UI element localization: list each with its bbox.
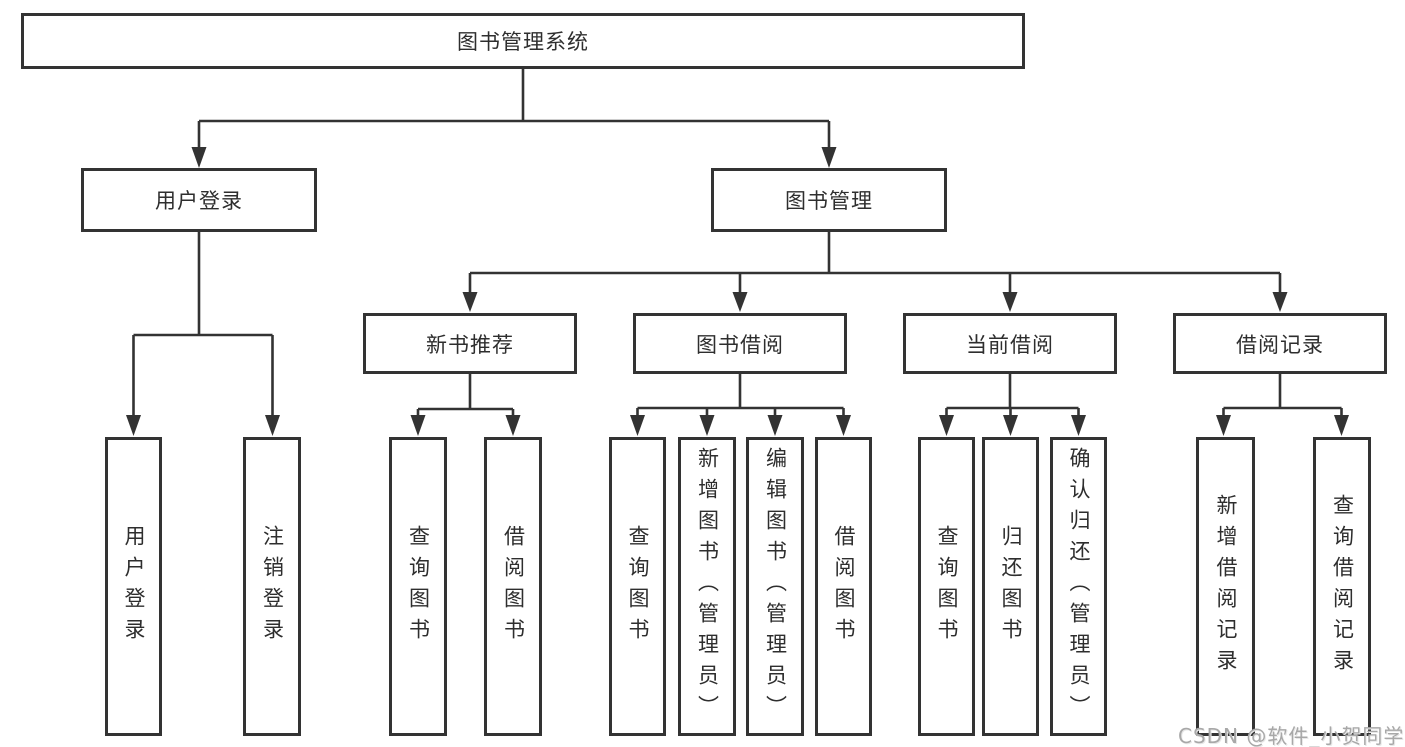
leaf-add-borrow-record: 新增借阅记录: [1196, 437, 1255, 736]
node-library-management-system: 图书管理系统: [21, 13, 1025, 69]
node-user-login: 用户登录: [81, 168, 317, 232]
leaf-label: 借阅图书: [832, 524, 856, 649]
arrowhead: [939, 415, 954, 436]
leaf-confirm-return-admin: 确认归还（管理员）: [1050, 437, 1107, 736]
user-login-branch-line: [132, 232, 274, 416]
node-book-borrowing: 图书借阅: [633, 313, 847, 374]
arrowhead: [821, 147, 837, 168]
leaf-borrow-books-recommend: 借阅图书: [484, 437, 542, 736]
arrowhead: [462, 292, 478, 312]
leaf-label: 查询图书: [406, 524, 431, 649]
arrowhead: [1272, 292, 1288, 312]
arrowhead: [699, 415, 715, 436]
leaf-user-login: 用户登录: [105, 437, 162, 736]
node-label: 图书管理系统: [457, 30, 589, 54]
leaf-query-borrow-record: 查询借阅记录: [1313, 437, 1371, 736]
arrowhead: [1003, 415, 1018, 436]
arrowhead: [410, 415, 426, 436]
arrowhead: [126, 415, 141, 436]
node-label: 用户登录: [155, 189, 243, 213]
leaf-borrow-books-borrowing: 借阅图书: [815, 437, 872, 736]
leaf-return-book: 归还图书: [982, 437, 1039, 736]
current-borrowing-branch-line: [945, 374, 1080, 416]
leaf-logout: 注销登录: [243, 437, 301, 736]
leaf-label: 查询图书: [935, 524, 959, 649]
node-label: 当前借阅: [966, 332, 1054, 357]
leaf-label: 归还图书: [999, 524, 1023, 649]
node-book-management: 图书管理: [711, 168, 947, 232]
node-current-borrowing: 当前借阅: [903, 313, 1117, 374]
node-borrowing-records: 借阅记录: [1173, 313, 1387, 374]
arrowhead: [1334, 415, 1349, 436]
leaf-label: 借阅图书: [501, 524, 526, 649]
leaf-query-books-borrowing: 查询图书: [609, 437, 666, 736]
leaf-label: 注销登录: [260, 524, 285, 649]
arrowhead: [1071, 415, 1086, 436]
node-label: 图书借阅: [696, 332, 784, 357]
leaf-add-book-admin: 新增图书（管理员）: [678, 437, 736, 736]
book-borrowing-branch-line: [636, 374, 845, 416]
borrowing-records-branch-line: [1222, 374, 1343, 416]
leaf-label: 用户登录: [122, 524, 146, 649]
book-management-branch-line: [468, 232, 1282, 293]
csdn-watermark: CSDN @软件_小贺同学: [1178, 724, 1405, 747]
arrowhead: [630, 415, 645, 436]
node-label: 借阅记录: [1236, 332, 1324, 357]
leaf-label: 编辑图书（管理员）: [763, 447, 788, 726]
arrowhead: [265, 415, 280, 436]
leaf-label: 查询借阅记录: [1330, 493, 1355, 680]
node-new-book-recommendation: 新书推荐: [363, 313, 577, 374]
arrowhead: [505, 415, 521, 436]
leaf-label: 新增图书（管理员）: [695, 447, 720, 726]
leaf-label: 新增借阅记录: [1214, 493, 1238, 680]
arrowhead: [1216, 415, 1231, 436]
level2-rail-line: [197, 119, 831, 148]
new-book-recommendation-branch-line: [416, 374, 515, 416]
leaf-edit-book-admin: 编辑图书（管理员）: [746, 437, 804, 736]
arrowhead: [836, 415, 851, 436]
node-label: 图书管理: [785, 189, 873, 213]
leaf-label: 查询图书: [626, 524, 650, 649]
arrowhead: [732, 292, 748, 312]
leaf-query-books-current: 查询图书: [918, 437, 975, 736]
leaf-label: 确认归还（管理员）: [1067, 447, 1091, 726]
node-label: 新书推荐: [426, 332, 514, 357]
arrowhead: [191, 147, 207, 168]
leaf-query-books-recommend: 查询图书: [389, 437, 447, 736]
arrowhead: [767, 415, 783, 436]
arrowhead: [1002, 292, 1018, 312]
